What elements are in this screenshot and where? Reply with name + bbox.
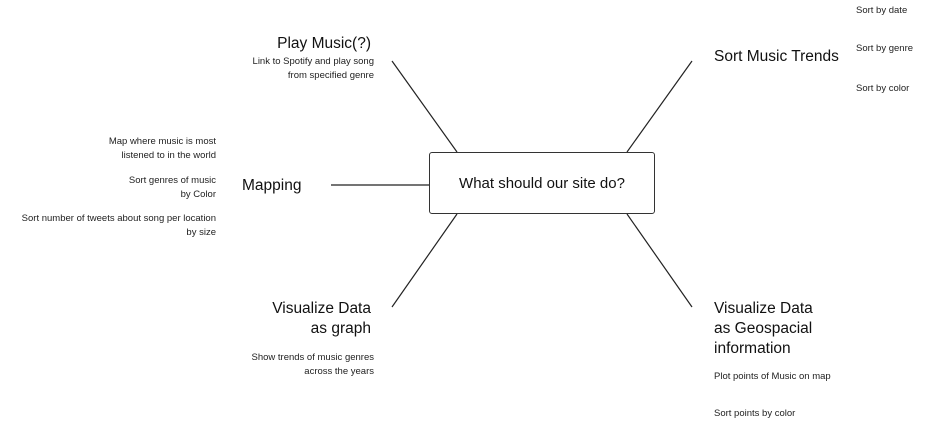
sort-by-color-note: Sort by color	[856, 83, 910, 94]
sort-by-genre-note: Sort by genre	[856, 43, 914, 54]
graph-note: Show trends of music genres across the y…	[251, 352, 374, 377]
geo-note-sort-color: Sort points by color	[714, 408, 796, 419]
connector-sort-trends	[626, 60, 693, 153]
geo-note-plot-points: Plot points of Music on map	[714, 371, 831, 382]
connector-geo	[626, 213, 693, 308]
play-music-note: Link to Spotify and play song from speci…	[252, 56, 374, 81]
central-question-label: What should our site do?	[459, 174, 625, 192]
play-music-title: Play Music(?)	[277, 35, 371, 52]
mapping-note-tweets-size: Sort number of tweets about song per loc…	[21, 213, 216, 238]
sort-trends-title: Sort Music Trends	[714, 48, 839, 65]
graph-title: Visualize Data as graph	[272, 300, 371, 337]
connector-play-music	[391, 60, 458, 153]
sort-by-date-note: Sort by date	[856, 5, 908, 16]
central-question-node: What should our site do?	[429, 152, 655, 214]
connector-graph	[391, 213, 458, 308]
mapping-note-world: Map where music is most listened to in t…	[108, 136, 216, 161]
geo-title: Visualize Data as Geospacial information	[714, 300, 813, 357]
mapping-note-genre-color: Sort genres of music by Color	[128, 175, 216, 200]
mapping-title: Mapping	[242, 177, 302, 194]
